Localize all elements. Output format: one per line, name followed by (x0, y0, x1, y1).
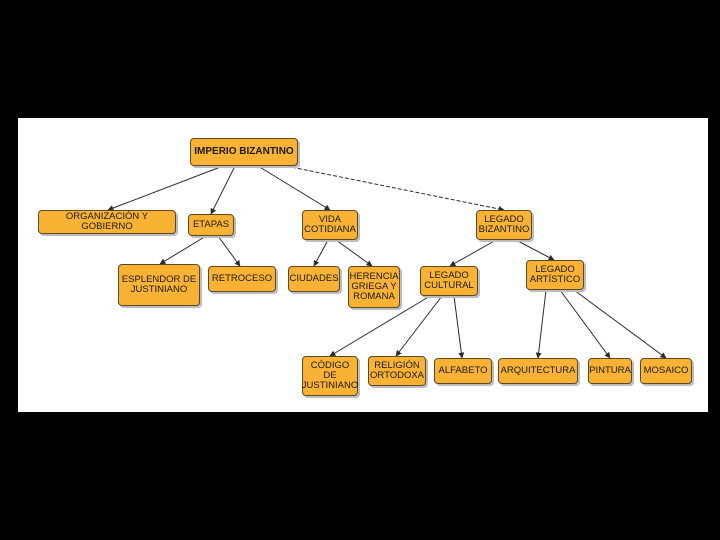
node-arquitectura: ARQUITECTURA (498, 358, 578, 384)
edge-legado-cultural (449, 239, 497, 267)
node-legado-artistico: LEGADO ARTÍSTICO (526, 260, 584, 290)
edge-imperio-legado-bizantino (285, 165, 505, 212)
node-religion-ortodoxa: RELIGIÓN ORTODOXA (368, 356, 426, 386)
node-imperio-bizantino: IMPERIO BIZANTINO (190, 138, 298, 166)
node-legado-bizantino: LEGADO BIZANTINO (476, 210, 532, 240)
node-mosaico: MOSAICO (640, 358, 692, 384)
edge-imperio-vida (257, 165, 331, 211)
edge-legado-artistico (515, 239, 555, 261)
node-organizacion-y-gobierno: ORGANIZACIÓN Y GOBIERNO (38, 210, 176, 234)
node-ciudades: CIUDADES (288, 266, 340, 292)
node-etapas: ETAPAS (188, 214, 234, 236)
edge-cultural-religion (395, 295, 443, 357)
node-retroceso: RETROCESO (208, 266, 276, 292)
edge-etapas-retroceso (217, 235, 241, 267)
node-legado-cultural: LEGADO CULTURAL (420, 266, 478, 296)
concept-map-panel: IMPERIO BIZANTINO ORGANIZACIÓN Y GOBIERN… (18, 118, 708, 412)
node-herencia-griega-y-romana: HERENCIA GRIEGA Y ROMANA (348, 266, 400, 308)
node-pintura: PINTURA (588, 358, 632, 384)
edge-cultural-codigo (329, 295, 431, 357)
edge-artistico-pintura (559, 289, 611, 359)
edge-cultural-alfabeto (453, 295, 465, 359)
edge-etapas-esplendor (159, 235, 207, 265)
node-vida-cotidiana: VIDA COTIDIANA (302, 210, 358, 240)
node-codigo-de-justiniano: CÓDIGO DE JUSTINIANO (302, 356, 358, 396)
edge-vida-ciudades (313, 239, 329, 267)
edge-imperio-organizacion (107, 165, 224, 211)
edge-artistico-mosaico (573, 289, 667, 359)
node-esplendor-de-justiniano: ESPLENDOR DE JUSTINIANO (118, 264, 200, 306)
edge-artistico-arquitectura (535, 289, 547, 359)
node-alfabeto: ALFABETO (434, 358, 492, 384)
edge-imperio-etapas (210, 165, 236, 215)
connector-layer (107, 165, 667, 359)
edge-vida-herencia (335, 239, 373, 267)
